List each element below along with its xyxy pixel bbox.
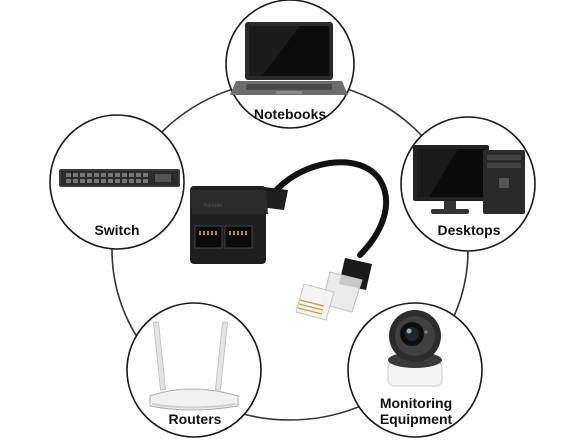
router-icon (149, 321, 239, 411)
label-desktops: Desktops (437, 222, 501, 238)
label-notebooks: Notebooks (253, 106, 327, 122)
monitoring-circle (347, 302, 483, 438)
desktop-icon (413, 145, 525, 214)
desktops-circle (400, 116, 536, 252)
network-switch-icon (59, 169, 180, 187)
security-camera-icon (387, 310, 443, 387)
label-monitoring: Monitoring Equipment (362, 395, 470, 427)
label-routers: Routers (168, 411, 222, 427)
routers-circle (126, 302, 262, 438)
label-switch: Switch (94, 222, 140, 238)
laptop-icon (230, 22, 348, 95)
rj45-splitter-cable-icon: Kamzaii (190, 159, 390, 321)
notebooks-circle (225, 0, 355, 129)
brand-marking: Kamzaii (204, 203, 222, 209)
label-monitoring-line2: Equipment (379, 411, 453, 427)
label-monitoring-line1: Monitoring (379, 395, 453, 411)
switch-circle (49, 114, 185, 250)
